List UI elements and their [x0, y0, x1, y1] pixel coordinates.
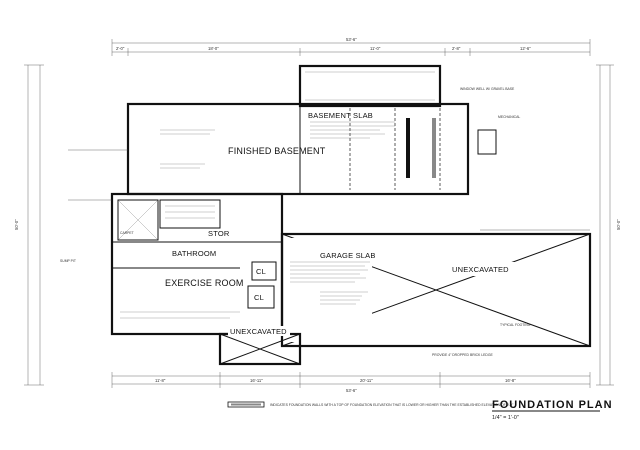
- top-dim-seg-4: 2'-8": [452, 46, 461, 51]
- exercise-room-label: EXERCISE ROOM: [165, 278, 244, 288]
- bottom-dim-seg-1: 11'-8": [155, 378, 166, 383]
- legend: INDICATES FOUNDATION WALLS WITH A TOP OF…: [227, 401, 514, 408]
- top-dimension-string: 53'-6" 2'-0" 18'-0" 11'-0" 2'-8" 12'-6": [111, 37, 591, 56]
- lower-left-rooms: CARPET STOR BATHROOM CL EXERCISE ROOM CL…: [60, 192, 284, 336]
- left-side-dimension: 50'-0": [14, 219, 19, 230]
- overall-top-dimension: 53'-6": [346, 37, 357, 42]
- bathroom-label: BATHROOM: [172, 249, 216, 258]
- top-dim-seg-3: 11'-0": [370, 46, 381, 51]
- garage-slab-label: GARAGE SLAB: [320, 251, 376, 260]
- unexcavated-bottom-label: UNEXCAVATED: [230, 327, 287, 336]
- drawing-title: FOUNDATION PLAN: [492, 399, 613, 411]
- unexcavated-bottom-area: UNEXCAVATED PROVIDE 4" DROPPED BRICK LED…: [218, 326, 493, 366]
- bottom-dimension-string: 11'-8" 16'-11" 20'-11" 16'-8" 53'-6": [111, 372, 591, 393]
- finished-basement-area: FINISHED BASEMENT BASEMENT SLAB: [126, 102, 470, 196]
- basement-slab-label: BASEMENT SLAB: [308, 111, 373, 120]
- window-well-note: WINDOW WELL W/ GRAVEL BASE: [460, 87, 515, 91]
- title-block: FOUNDATION PLAN 1/4" = 1'-0": [492, 399, 613, 421]
- right-dimension-string: 50'-0": [596, 64, 621, 386]
- side-annotations: MECHANICAL: [68, 115, 590, 231]
- bottom-dim-seg-2: 16'-11": [250, 378, 263, 383]
- closet-label-lower: CL: [254, 293, 264, 302]
- legend-note: INDICATES FOUNDATION WALLS WITH A TOP OF…: [270, 403, 514, 407]
- drawing-scale: 1/4" = 1'-0": [492, 415, 519, 421]
- top-dim-seg-1: 2'-0": [116, 46, 125, 51]
- bottom-dim-seg-4: 16'-8": [505, 378, 516, 383]
- top-dim-seg-2: 18'-0": [208, 46, 219, 51]
- storage-label: STOR: [208, 229, 230, 238]
- carpet-label: CARPET: [120, 231, 134, 235]
- brick-ledge-note: PROVIDE 4" DROPPED BRICK LEDGE: [432, 353, 493, 357]
- left-dimension-string: 50'-0": [14, 64, 44, 386]
- garage-slab-area: GARAGE SLAB UNEXCAVATED TYPICAL FOOTING: [280, 232, 592, 348]
- mechanical-note: MECHANICAL: [498, 115, 520, 119]
- unexcavated-right-label: UNEXCAVATED: [452, 265, 509, 274]
- bottom-dim-seg-3: 20'-11": [360, 378, 373, 383]
- closet-label-upper: CL: [256, 267, 266, 276]
- right-side-dimension: 50'-0": [616, 219, 621, 230]
- footing-note: TYPICAL FOOTING: [500, 323, 531, 327]
- window-well-bumpout: WINDOW WELL W/ GRAVEL BASE: [298, 64, 515, 108]
- overall-bottom-dimension: 53'-6": [346, 388, 357, 393]
- top-dim-seg-5: 12'-6": [520, 46, 531, 51]
- sump-pit-note: SUMP PIT: [60, 259, 76, 263]
- finished-basement-label: FINISHED BASEMENT: [228, 146, 326, 156]
